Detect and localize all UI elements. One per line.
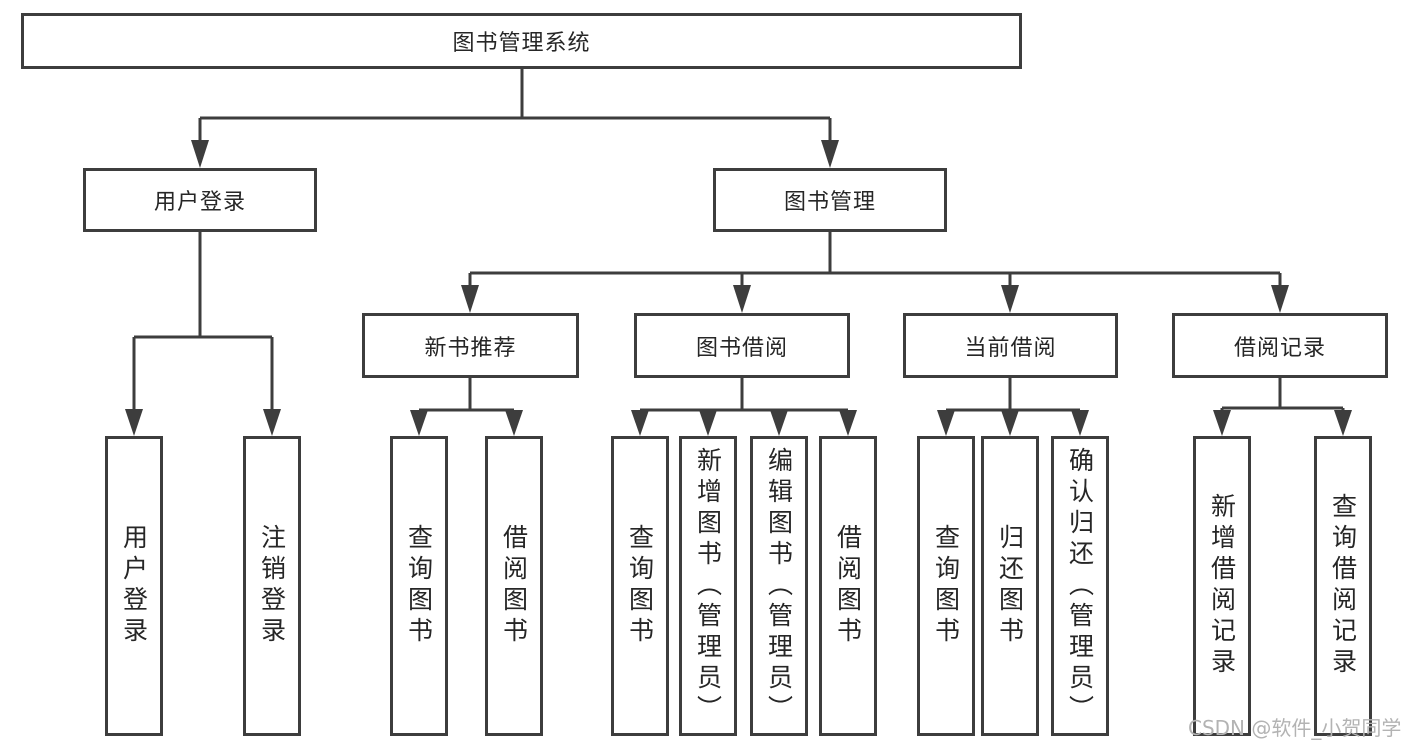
leaf-add-borrow-record: 新增借阅记录 [1193, 436, 1251, 736]
node-user-login: 用户登录 [83, 168, 317, 232]
leaf-borrow-books-recommend: 借阅图书 [485, 436, 543, 736]
csdn-watermark: CSDN @软件_小贺同学 [1188, 716, 1402, 740]
leaf-query-books-borrow: 查询图书 [611, 436, 669, 736]
leaf-logout-login: 注销登录 [243, 436, 301, 736]
leaf-confirm-return-admin: 确认归还（管理员） [1051, 436, 1109, 736]
node-library-management-system: 图书管理系统 [21, 13, 1022, 69]
leaf-add-book-admin: 新增图书（管理员） [679, 436, 737, 736]
node-current-borrow: 当前借阅 [903, 313, 1118, 378]
leaf-query-books-recommend: 查询图书 [390, 436, 448, 736]
node-new-book-recommend: 新书推荐 [362, 313, 579, 378]
leaf-query-borrow-record: 查询借阅记录 [1314, 436, 1372, 736]
node-borrow-records: 借阅记录 [1172, 313, 1388, 378]
node-book-management: 图书管理 [713, 168, 947, 232]
leaf-borrow-books: 借阅图书 [819, 436, 877, 736]
leaf-user-login: 用户登录 [105, 436, 163, 736]
leaf-query-books-current: 查询图书 [917, 436, 975, 736]
leaf-edit-book-admin: 编辑图书（管理员） [750, 436, 808, 736]
leaf-return-book: 归还图书 [981, 436, 1039, 736]
node-book-borrow: 图书借阅 [634, 313, 850, 378]
